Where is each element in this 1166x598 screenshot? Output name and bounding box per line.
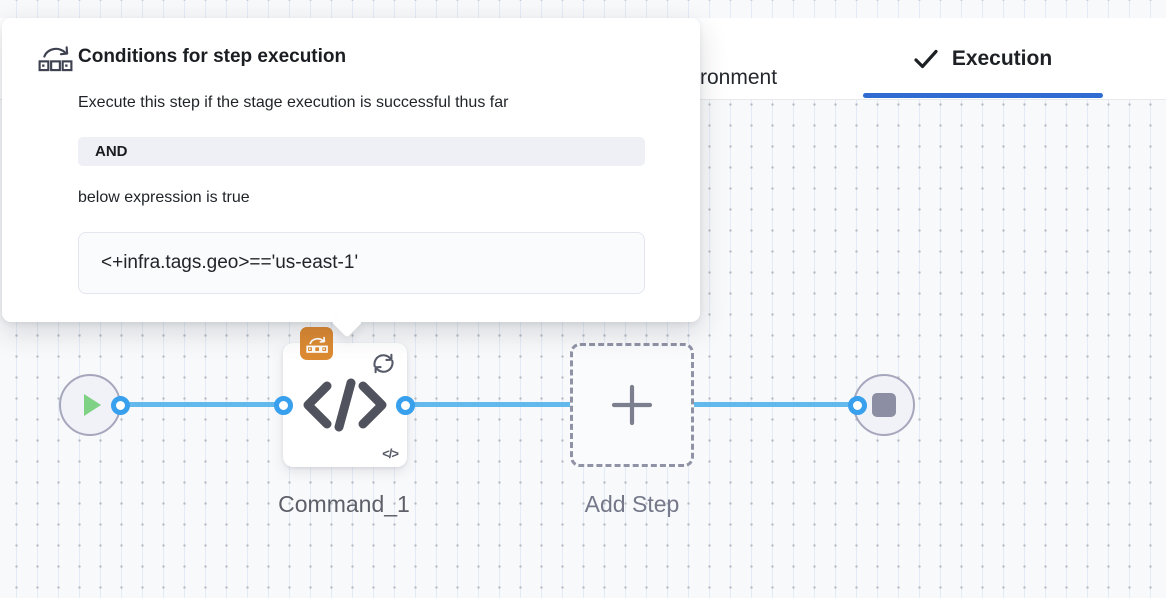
- link-addstep-to-end: [693, 402, 858, 407]
- step-type-icon: </>: [382, 446, 399, 461]
- popover-pointer: [331, 306, 363, 338]
- active-tab-underline: [863, 93, 1103, 98]
- conditions-popover: Conditions for step execution Execute th…: [2, 18, 700, 338]
- tab-environment[interactable]: ronment: [700, 66, 778, 89]
- step-in-port[interactable]: [274, 396, 293, 415]
- conditional-execution-icon: [305, 336, 328, 353]
- pipeline-end-node: [853, 374, 915, 436]
- end-node-in-port[interactable]: [848, 396, 867, 415]
- popover-title: Conditions for step execution: [78, 46, 347, 67]
- start-node-out-port[interactable]: [111, 396, 130, 415]
- stop-icon: [872, 393, 896, 417]
- plus-icon: [611, 384, 653, 426]
- step-out-port[interactable]: [396, 396, 415, 415]
- conditional-execution-icon: [38, 46, 73, 72]
- expression-box: <+infra.tags.geo>=='us-east-1': [78, 232, 645, 294]
- popover-description: Execute this step if the stage execution…: [78, 94, 509, 111]
- add-step-button[interactable]: [570, 343, 694, 467]
- expression-intro: below expression is true: [78, 189, 250, 206]
- step-label: Command_1: [278, 491, 410, 517]
- check-icon: [914, 49, 938, 69]
- loop-strategy-icon: [373, 353, 394, 374]
- link-start-to-step: [120, 402, 283, 407]
- link-step-to-addstep: [405, 402, 570, 407]
- add-step-label: Add Step: [584, 491, 680, 517]
- step-node-command[interactable]: </>: [283, 327, 407, 467]
- play-icon: [84, 394, 101, 416]
- pipeline-start-node: [59, 374, 121, 436]
- code-icon: [303, 378, 387, 432]
- tab-execution[interactable]: Execution: [863, 18, 1103, 100]
- tab-execution-label: Execution: [951, 47, 1053, 70]
- operator-chip: AND: [78, 137, 645, 166]
- conditional-execution-badge[interactable]: [300, 327, 333, 360]
